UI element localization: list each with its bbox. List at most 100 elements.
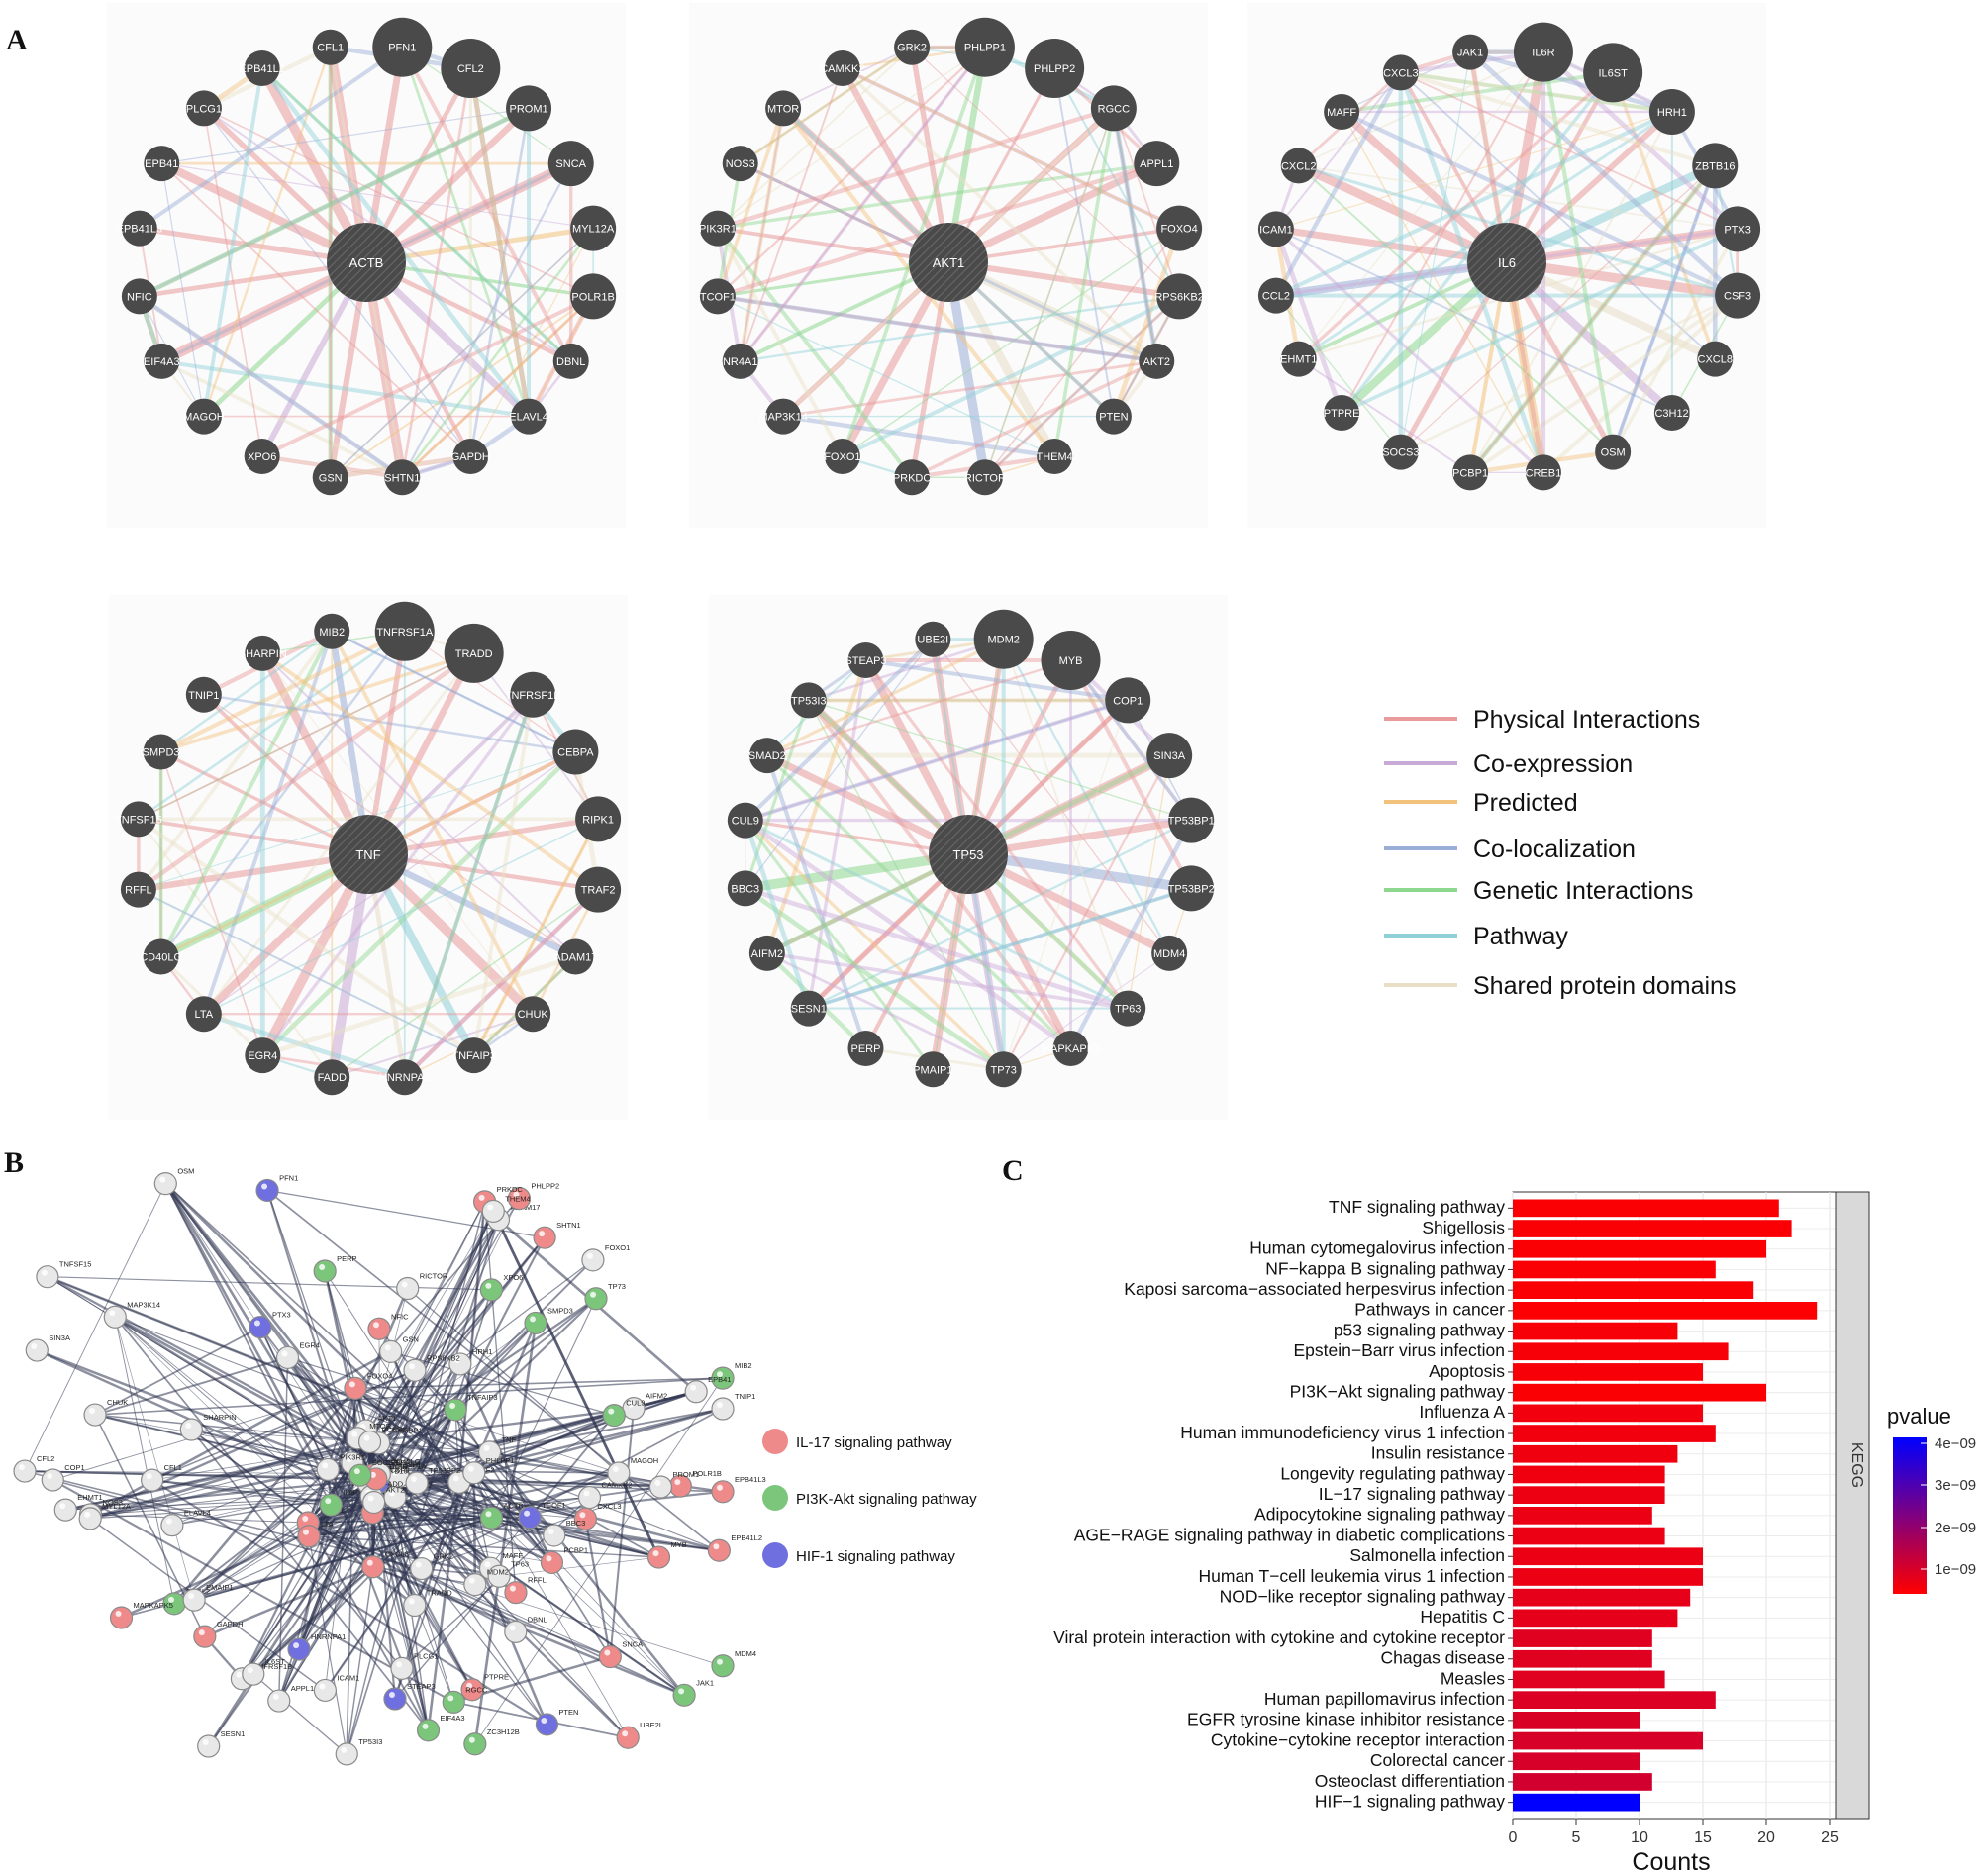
node-traf2[interactable]: [575, 866, 622, 913]
node-tp53bp2[interactable]: [1168, 865, 1215, 912]
node-sesn1[interactable]: [790, 990, 827, 1027]
protein-node[interactable]: [602, 1404, 626, 1428]
node-myl12a[interactable]: [570, 205, 617, 251]
protein-node[interactable]: [53, 1498, 77, 1522]
protein-tp53i3[interactable]: TP53I3: [335, 1737, 382, 1766]
protein-jak1[interactable]: JAK1: [672, 1678, 714, 1707]
protein-actb[interactable]: ACTB: [479, 1501, 523, 1530]
node-shtn1[interactable]: [384, 459, 421, 496]
protein-pten[interactable]: PTEN: [535, 1708, 578, 1736]
protein-node[interactable]: [344, 1376, 367, 1400]
protein-phlpp1[interactable]: PHLPP1: [462, 1456, 515, 1485]
protein-lta[interactable]: LTA: [297, 1520, 334, 1548]
node-phlpp1[interactable]: [954, 17, 1015, 77]
protein-camkk2[interactable]: CAMKK2: [577, 1481, 633, 1510]
protein-il6st[interactable]: IL6ST: [242, 1657, 285, 1686]
node-ripk1[interactable]: [575, 796, 622, 842]
protein-myl12a[interactable]: MYL12A: [78, 1502, 131, 1530]
node-hnrnpa1[interactable]: [386, 1059, 423, 1096]
protein-snca[interactable]: SNCA: [598, 1640, 643, 1669]
protein-elavl4[interactable]: ELAVL4: [160, 1509, 211, 1537]
protein-ehmt1[interactable]: EHMT1: [53, 1493, 103, 1522]
node-map3k14[interactable]: [765, 398, 802, 435]
protein-bbc3[interactable]: BBC3: [543, 1519, 586, 1547]
protein-cfl1[interactable]: CFL1: [141, 1463, 182, 1492]
node-smad2[interactable]: [748, 738, 785, 774]
protein-tnip1[interactable]: TNIP1: [711, 1392, 755, 1421]
protein-mdm4[interactable]: MDM4: [711, 1649, 756, 1678]
protein-node[interactable]: [711, 1480, 735, 1504]
node-magoh[interactable]: [185, 398, 222, 435]
protein-node[interactable]: [672, 1683, 696, 1707]
node-chuk[interactable]: [515, 996, 551, 1033]
protein-tcof1[interactable]: TCOF1: [518, 1501, 566, 1530]
node-tnfrsf1a[interactable]: [374, 601, 435, 661]
protein-node[interactable]: [504, 1620, 528, 1643]
protein-appl1[interactable]: APPL1: [267, 1684, 314, 1713]
protein-plcg1[interactable]: PLCG1: [390, 1651, 439, 1680]
protein-ube2i[interactable]: UBE2I: [616, 1721, 661, 1749]
protein-pcbp1[interactable]: PCBP1: [540, 1545, 588, 1575]
protein-node[interactable]: [442, 1690, 465, 1714]
protein-node[interactable]: [543, 1524, 566, 1547]
protein-node[interactable]: [83, 1403, 107, 1427]
node-elavl4[interactable]: [511, 398, 547, 435]
protein-node[interactable]: [197, 1734, 221, 1758]
node-cfl1[interactable]: [312, 29, 348, 65]
protein-xpo6[interactable]: XPO6: [479, 1273, 523, 1302]
protein-node[interactable]: [361, 1555, 385, 1579]
node-il6[interactable]: [1467, 223, 1546, 302]
protein-il6r[interactable]: IL6R: [319, 1488, 359, 1517]
protein-epb41l3[interactable]: EPB41L3: [711, 1475, 766, 1504]
protein-hnrnpa1[interactable]: HNRNPA1: [287, 1632, 346, 1661]
node-csf3[interactable]: [1715, 272, 1761, 319]
node-camkk2[interactable]: [824, 49, 860, 86]
node-rps6kb2[interactable]: [1156, 273, 1203, 320]
protein-mapkapk5[interactable]: MAPKAPK5: [109, 1601, 173, 1629]
protein-them4[interactable]: THEM4: [481, 1194, 531, 1224]
protein-node[interactable]: [153, 1172, 177, 1196]
protein-node[interactable]: [36, 1265, 59, 1289]
protein-node[interactable]: [242, 1662, 265, 1686]
node-bbc3[interactable]: [727, 870, 763, 907]
node-tnf[interactable]: [329, 815, 408, 894]
protein-node[interactable]: [711, 1397, 735, 1421]
node-prkdc[interactable]: [894, 459, 931, 496]
protein-node[interactable]: [25, 1338, 49, 1362]
node-actb[interactable]: [327, 223, 406, 302]
protein-node[interactable]: [160, 1514, 184, 1537]
protein-mdm2[interactable]: MDM2: [463, 1568, 509, 1597]
protein-epb41[interactable]: EPB41: [684, 1375, 732, 1404]
protein-node[interactable]: [255, 1178, 279, 1203]
node-tradd[interactable]: [444, 623, 504, 683]
node-lta[interactable]: [185, 996, 222, 1033]
node-foxo4[interactable]: [1156, 205, 1203, 251]
protein-epb41l2[interactable]: EPB41L2: [707, 1533, 762, 1562]
node-mapkapk5[interactable]: [1052, 1031, 1089, 1067]
protein-node[interactable]: [462, 1461, 486, 1485]
protein-foxo4[interactable]: FOXO4: [344, 1371, 392, 1400]
node-pcbp1[interactable]: [1452, 454, 1489, 491]
node-sharpin[interactable]: [245, 635, 281, 671]
protein-chuk[interactable]: CHUK: [83, 1398, 128, 1427]
node-tp53bp1[interactable]: [1168, 797, 1215, 843]
node-cop1[interactable]: [1105, 677, 1151, 724]
protein-node[interactable]: [78, 1507, 102, 1530]
node-tp73[interactable]: [985, 1051, 1022, 1088]
node-pik3r1[interactable]: [699, 210, 736, 247]
node-dbnl[interactable]: [552, 343, 589, 379]
node-osm[interactable]: [1595, 434, 1632, 470]
protein-node[interactable]: [41, 1468, 64, 1492]
protein-node[interactable]: [504, 1581, 528, 1605]
node-egr4[interactable]: [245, 1037, 281, 1074]
protein-gapdh[interactable]: GAPDH: [193, 1620, 244, 1648]
node-tcof1[interactable]: [699, 278, 736, 315]
protein-icam1[interactable]: ICAM1: [313, 1673, 359, 1703]
node-snca[interactable]: [547, 141, 594, 187]
node-icam1[interactable]: [1257, 211, 1294, 247]
protein-node[interactable]: [362, 1490, 386, 1515]
protein-node[interactable]: [403, 1358, 427, 1382]
node-ehmt1[interactable]: [1280, 341, 1317, 377]
node-tnfrsf1b[interactable]: [510, 671, 556, 718]
node-myb[interactable]: [1041, 630, 1101, 690]
